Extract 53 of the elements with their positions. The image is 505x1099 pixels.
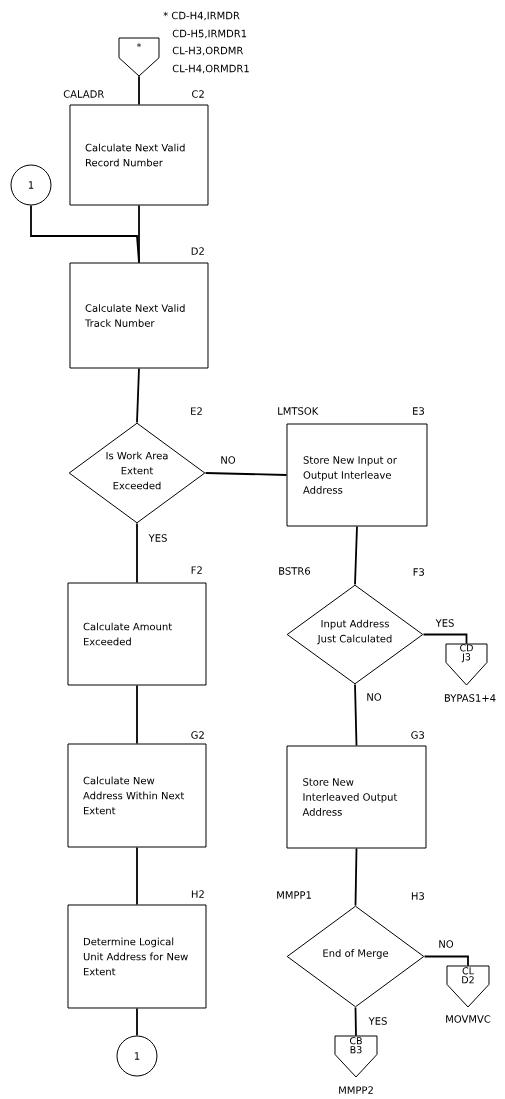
reference-label: E3 — [413, 407, 424, 415]
reference-label: G2 — [191, 731, 204, 739]
reference-label: CALADR — [63, 90, 104, 98]
reference-label: CL-H4,ORMDR1 — [172, 64, 249, 74]
reference-label: * CD-H4,IRMDR — [163, 11, 240, 21]
connector-line — [354, 683, 358, 747]
process-box: Store New Interleaved Output Address — [286, 745, 427, 849]
edge-label: YES — [367, 1016, 389, 1026]
connector-line — [354, 1006, 357, 1037]
connector-line — [354, 847, 358, 907]
connector-line — [423, 955, 469, 967]
connector-line — [136, 684, 138, 745]
edge-label: NO — [219, 455, 237, 465]
process-box: Calculate New Address Within Next Extent — [67, 743, 207, 848]
reference-label: D2 — [191, 247, 204, 255]
offpage-connector: CD J3 — [445, 643, 488, 686]
reference-label: F2 — [191, 566, 202, 574]
connector-line — [422, 633, 468, 645]
reference-label: F3 — [413, 568, 424, 576]
edge-label: NO — [365, 692, 383, 702]
connector-line — [138, 204, 140, 264]
connector-line — [354, 525, 358, 586]
offpage-connector: * — [118, 37, 160, 77]
reference-label: MMPP2 — [339, 1086, 373, 1094]
edge-label: YES — [434, 618, 456, 628]
reference-label: H3 — [411, 892, 424, 900]
connector-line — [136, 1007, 138, 1037]
connector-line — [136, 367, 140, 424]
process-box: Determine Logical Unit Address for New Extent — [67, 904, 207, 1009]
offpage-connector: CL D2 — [446, 965, 490, 1008]
reference-label: H2 — [191, 890, 204, 898]
reference-label: MOVMVC — [446, 1015, 491, 1023]
reference-label: CL-H3,ORDMR — [172, 46, 244, 56]
reference-label: CD-H5,IRMDR1 — [172, 29, 247, 39]
reference-label: C2 — [192, 90, 204, 98]
process-box: Store New Input or Output Interleave Address — [286, 423, 428, 527]
edge-label: NO — [437, 939, 455, 949]
connector-line — [204, 472, 288, 476]
process-box: Calculate Next Valid Track Number — [69, 262, 209, 369]
reference-label: MMPP1 — [277, 891, 311, 899]
reference-label: LMTSOK — [278, 407, 319, 415]
edge-label: YES — [147, 533, 169, 543]
connector-line — [30, 204, 140, 264]
connector-line — [136, 522, 138, 584]
reference-label: BYPAS1+4 — [444, 694, 496, 702]
reference-label: E2 — [191, 407, 202, 415]
connector-line — [138, 75, 140, 106]
process-box: Calculate Amount Exceeded — [67, 582, 207, 686]
connector-line — [136, 846, 138, 906]
reference-label: G3 — [411, 731, 424, 739]
process-box: Calculate Next Valid Record Number — [69, 104, 209, 206]
offpage-connector: CB B3 — [334, 1035, 378, 1078]
reference-label: BSTR6 — [279, 567, 311, 575]
